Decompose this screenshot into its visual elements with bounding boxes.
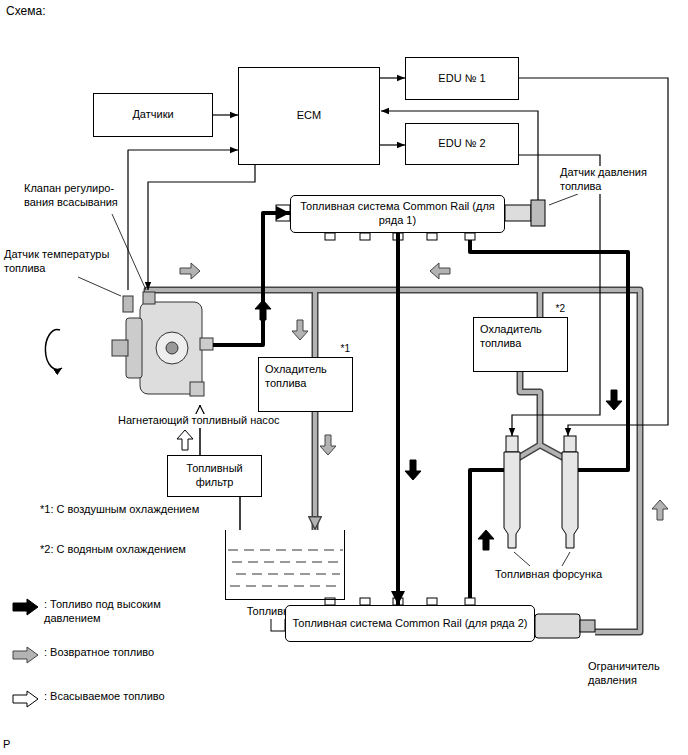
high-pressure-pipe	[470, 240, 628, 598]
pipe-line	[213, 114, 238, 115]
flow-arrow	[177, 263, 668, 550]
fuel-tank: Топливный бак	[225, 530, 345, 600]
node-label: ECM	[297, 109, 321, 123]
callout-number: *2	[556, 303, 565, 316]
pressure-limiter	[535, 614, 595, 638]
footnote: *1: С воздушным охлаждением	[40, 503, 199, 517]
injector-wire	[512, 155, 600, 436]
node-label: Топливный фильтр	[173, 462, 256, 490]
legend-sample	[12, 598, 40, 616]
common-rail: Топливная система Common Rail (для ряда …	[285, 605, 535, 642]
page-mark: P	[3, 738, 10, 752]
fuel-cooler: Охладитель топлива*2	[473, 317, 568, 372]
fuel-injector	[504, 436, 578, 548]
pipe-line	[380, 144, 405, 145]
node-label: Датчики	[132, 108, 173, 122]
legend-text: : Топливо под высоким давлением	[44, 598, 174, 626]
node-label: Топливная система Common Rail (для ряда …	[296, 200, 499, 228]
pressure-sensor	[505, 200, 545, 226]
legend-text: : Возвратное топливо	[44, 646, 174, 660]
edu-box: EDU № 2	[405, 123, 519, 165]
part-label: Ограничитель давления	[588, 660, 684, 688]
legend-item: : Возвратное топливо	[12, 646, 174, 664]
pipe-outline	[312, 412, 319, 530]
pipe-line	[239, 497, 241, 530]
injector-wire	[519, 78, 668, 436]
pipe-connector	[315, 412, 316, 530]
pipe-connector	[148, 165, 255, 290]
node-label: Охладитель топлива	[480, 323, 561, 351]
part-label: Клапан регулиро- вания всасывания	[24, 182, 124, 210]
pipe-line	[128, 150, 238, 290]
part-label: Топливная форсунка	[495, 568, 602, 582]
fuel-level	[228, 550, 343, 586]
pipe-line	[199, 405, 201, 455]
legend-sample	[12, 646, 40, 664]
rotation-arrow	[45, 330, 62, 370]
legend-item: : Топливо под высоким давлением	[12, 598, 174, 626]
pipe-line	[148, 165, 255, 290]
pipe-line	[313, 412, 317, 530]
legend-text: : Всасываемое топливо	[44, 690, 174, 704]
part-label: Датчик температуры топлива	[4, 248, 122, 276]
node-label: EDU № 1	[438, 72, 485, 86]
pipe-connector	[398, 233, 399, 605]
part-label: Датчик давления топлива	[560, 166, 660, 194]
fuel-filter: Топливный фильтр	[167, 455, 262, 497]
pipe-connector	[128, 150, 238, 290]
common-rail: Топливная система Common Rail (для ряда …	[290, 195, 505, 233]
node-label: Нагнетающий топливный насос	[118, 414, 280, 428]
supply-pump: Нагнетающий топливный насос	[118, 290, 213, 405]
rail-fittings	[271, 205, 475, 631]
pipe-line	[396, 233, 400, 605]
diagram-title: Схема:	[6, 4, 45, 19]
legend-item: : Всасываемое топливо	[12, 690, 174, 708]
pipe-connector	[213, 213, 290, 345]
pipe-connector	[213, 115, 238, 116]
legend-sample	[12, 690, 40, 708]
sensor-wire	[381, 111, 538, 200]
pipe-connector	[200, 405, 201, 455]
pipe-connector	[240, 497, 241, 530]
pipe-line	[213, 213, 290, 345]
sensor-box: Датчики	[93, 93, 213, 137]
node-label: EDU № 2	[438, 137, 485, 151]
pipe-connector	[380, 78, 405, 79]
return-pipes	[147, 290, 640, 632]
footnote: *2: С водяным охлаждением	[40, 543, 186, 557]
pipe-line	[380, 77, 405, 78]
fuel-cooler: Охладитель топлива*1	[258, 357, 353, 412]
edu-box: EDU № 1	[405, 57, 519, 100]
pipe-connector	[380, 145, 405, 146]
ecm-box: ECM	[238, 67, 380, 165]
supply-pump	[112, 292, 213, 396]
node-label: Охладитель топлива	[265, 363, 346, 391]
callout-number: *1	[341, 343, 350, 356]
node-label: Топливная система Common Rail (для ряда …	[293, 617, 528, 631]
